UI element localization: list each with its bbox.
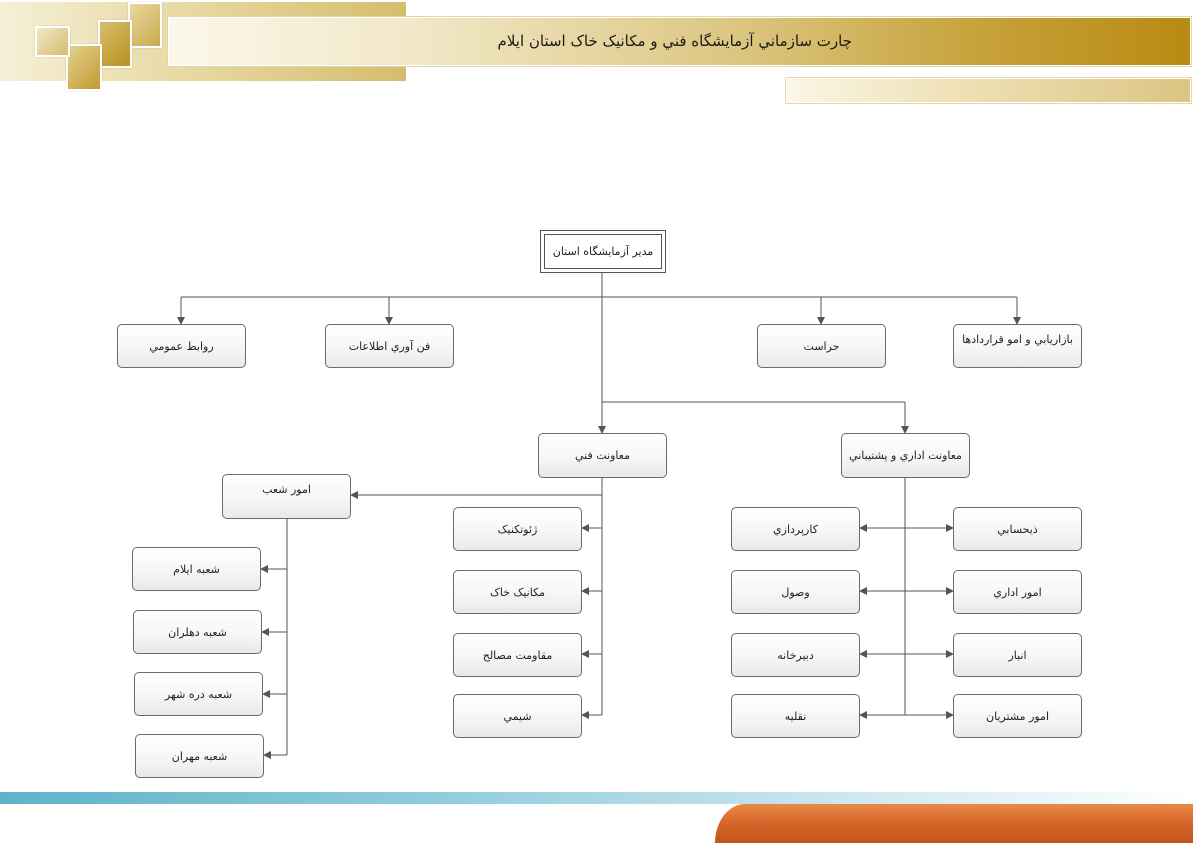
- node-director-label: مدير آزمايشگاه استان: [544, 234, 662, 269]
- subtitle-banner: [786, 78, 1191, 103]
- node-branch-mehran[interactable]: شعبه مهران: [135, 734, 264, 778]
- node-technical-deputy[interactable]: معاونت فني: [538, 433, 667, 478]
- node-customers[interactable]: امور مشتريان: [953, 694, 1082, 738]
- node-administrative[interactable]: امور اداري: [953, 570, 1082, 614]
- node-transport[interactable]: نقليه: [731, 694, 860, 738]
- node-public-relations[interactable]: روابط عمومي: [117, 324, 246, 368]
- node-it[interactable]: فن آوري اطلاعات: [325, 324, 454, 368]
- title-banner: [168, 17, 1191, 66]
- node-director[interactable]: مدير آزمايشگاه استان: [540, 230, 666, 273]
- node-procurement[interactable]: کارپردازي: [731, 507, 860, 551]
- node-warehouse[interactable]: انبار: [953, 633, 1082, 677]
- node-branch-darreh-shahr[interactable]: شعبه دره شهر: [134, 672, 263, 716]
- decorative-square: [128, 2, 162, 48]
- node-geotechnic[interactable]: ژئوتکنيک: [453, 507, 582, 551]
- node-security[interactable]: حراست: [757, 324, 886, 368]
- node-material-strength[interactable]: مقاومت مصالح: [453, 633, 582, 677]
- node-branch-ilam[interactable]: شعبه ايلام: [132, 547, 261, 591]
- node-accounting[interactable]: ذيحسابي: [953, 507, 1082, 551]
- node-secretariat[interactable]: دبيرخانه: [731, 633, 860, 677]
- page-title: چارت سازماني آزمايشگاه فني و مکانيک خاک …: [497, 32, 852, 50]
- node-soil-mechanics[interactable]: مکانيک خاک: [453, 570, 582, 614]
- node-branches[interactable]: امور شعب: [222, 474, 351, 519]
- node-branch-dehloran[interactable]: شعبه دهلران: [133, 610, 262, 654]
- node-chemistry[interactable]: شيمي: [453, 694, 582, 738]
- footer-orange-shape: [715, 804, 1193, 843]
- decorative-square: [35, 26, 70, 57]
- footer-teal-bar: [0, 792, 1193, 804]
- node-marketing[interactable]: بازاريابي و امو قراردادها: [953, 324, 1082, 368]
- node-admin-deputy[interactable]: معاونت اداري و پشتيباني: [841, 433, 970, 478]
- node-collection[interactable]: وصول: [731, 570, 860, 614]
- decorative-square: [66, 44, 102, 91]
